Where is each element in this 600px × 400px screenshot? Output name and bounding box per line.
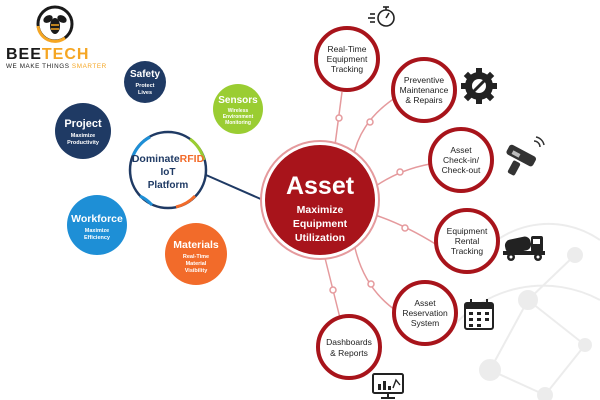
svg-text:Equipment: Equipment — [447, 226, 488, 236]
svg-text:Check-in/: Check-in/ — [443, 155, 480, 165]
svg-text:Sensors: Sensors — [218, 95, 258, 106]
platform-name-line1: DominateRFID — [132, 153, 205, 165]
svg-text:& Repairs: & Repairs — [405, 95, 442, 105]
brand-name: BEETECH — [6, 46, 90, 63]
monitor-chart-icon — [372, 373, 404, 399]
svg-text:Workforce: Workforce — [71, 213, 123, 225]
svg-text:Productivity: Productivity — [67, 140, 100, 146]
svg-text:Maintenance: Maintenance — [400, 85, 449, 95]
stopwatch-icon — [368, 6, 395, 27]
svg-text:Tracking: Tracking — [331, 64, 364, 74]
node-asset-checkin: Asset Check-in/ Check-out — [428, 127, 494, 193]
svg-text:Asset: Asset — [414, 298, 436, 308]
svg-text:Lives: Lives — [138, 90, 152, 96]
svg-text:& Reports: & Reports — [330, 348, 368, 358]
brand-logo — [6, 4, 124, 74]
svg-text:Visibility: Visibility — [185, 268, 208, 274]
rfid-scanner-icon — [506, 136, 545, 176]
node-preventive-maintenance: Preventive Maintenance & Repairs — [391, 57, 457, 123]
svg-text:Dashboards: Dashboards — [326, 337, 372, 347]
node-dashboards-reports: Dashboards & Reports — [316, 314, 382, 380]
svg-text:Maximize: Maximize — [71, 133, 95, 139]
concrete-truck-icon — [503, 236, 545, 261]
svg-text:Equipment: Equipment — [327, 54, 368, 64]
svg-text:Rental: Rental — [455, 236, 480, 246]
svg-text:Asset: Asset — [450, 145, 472, 155]
asset-line-3: Utilization — [295, 232, 345, 244]
platform-name-line3: Platform — [148, 180, 189, 191]
asset-title: Asset — [286, 172, 355, 200]
platform-name-line2: IoT — [161, 167, 176, 178]
asset-line-2: Equipment — [293, 218, 348, 230]
svg-text:Efficiency: Efficiency — [84, 235, 111, 241]
svg-text:System: System — [411, 318, 439, 328]
svg-text:Wireless: Wireless — [228, 108, 249, 114]
node-sensors: Sensors Wireless Environment Monitoring — [213, 84, 263, 134]
svg-text:Materials: Materials — [173, 239, 219, 251]
node-safety: Safety Protect Lives — [124, 61, 166, 103]
svg-text:Project: Project — [64, 118, 102, 130]
gear-wrench-icon — [461, 68, 497, 104]
svg-text:Material: Material — [186, 261, 207, 267]
node-materials: Materials Real-Time Material Visibility — [165, 223, 227, 285]
platform-to-asset-connector — [205, 174, 264, 201]
calendar-icon — [464, 299, 494, 330]
svg-text:Check-out: Check-out — [442, 165, 481, 175]
asset-center-node: Asset Maximize Equipment Utilization — [260, 140, 380, 260]
svg-text:Tracking: Tracking — [451, 246, 484, 256]
bee-logo-icon — [36, 5, 74, 43]
node-asset-reservation: Asset Reservation System — [392, 280, 458, 346]
svg-text:Maximize: Maximize — [85, 228, 109, 234]
platform-ring — [128, 130, 208, 210]
brand-tagline: WE MAKE THINGS SMARTER — [6, 63, 107, 70]
svg-text:Preventive: Preventive — [404, 75, 444, 85]
node-project: Project Maximize Productivity — [55, 103, 111, 159]
svg-text:Environment: Environment — [223, 114, 254, 120]
asset-line-1: Maximize — [297, 204, 344, 216]
node-equipment-rental: Equipment Rental Tracking — [434, 208, 500, 274]
platform-hub: DominateRFID IoT Platform — [128, 130, 208, 210]
connector-dots — [329, 114, 409, 294]
svg-text:Protect: Protect — [136, 83, 155, 89]
svg-text:Monitoring: Monitoring — [225, 120, 251, 126]
svg-text:Reservation: Reservation — [402, 308, 448, 318]
node-realtime-tracking: Real-Time Equipment Tracking — [314, 26, 380, 92]
svg-text:Real-Time: Real-Time — [183, 254, 209, 260]
node-workforce: Workforce Maximize Efficiency — [67, 195, 127, 255]
svg-text:Real-Time: Real-Time — [328, 44, 367, 54]
svg-text:Safety: Safety — [130, 69, 160, 80]
